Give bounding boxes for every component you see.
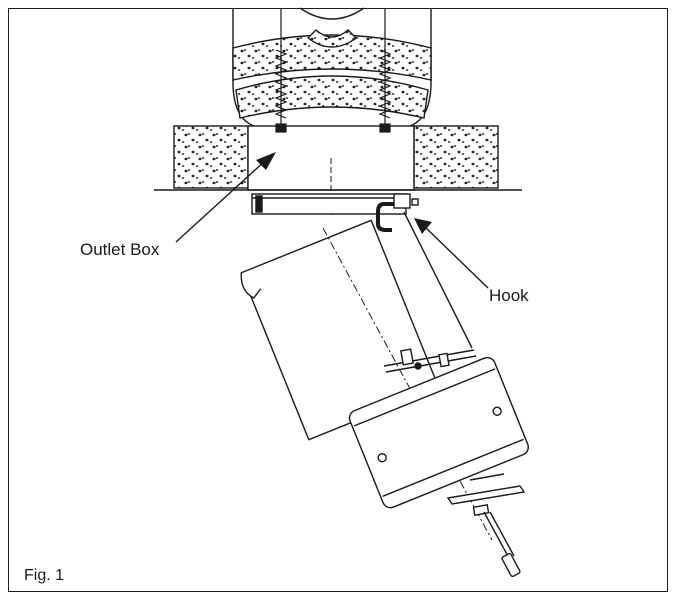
figure-caption: Fig. 1 <box>24 567 65 584</box>
switch-housing <box>446 473 526 516</box>
insulation-block-right <box>413 125 499 189</box>
arrowhead-icon <box>256 152 276 170</box>
safety-wire <box>403 211 473 349</box>
hook-leader <box>414 218 489 289</box>
ceiling-housing <box>232 7 432 130</box>
center-axis <box>322 227 493 541</box>
fan-motor-housing <box>348 356 529 509</box>
insulation-arch-lower <box>235 75 429 119</box>
hook-icon <box>376 202 394 232</box>
arrowhead-icon <box>414 218 432 234</box>
mounting-springs <box>274 8 392 133</box>
figure-frame <box>8 8 668 592</box>
mounting-bracket <box>251 193 419 215</box>
outlet-box-leader <box>175 152 276 243</box>
outlet-box-label: Outlet Box <box>80 240 160 259</box>
outlet-box <box>247 125 415 215</box>
downrod-hardware <box>383 348 477 373</box>
pull-chain <box>483 511 521 578</box>
hook-label: Hook <box>489 286 529 305</box>
insulation-block-left <box>173 125 249 189</box>
